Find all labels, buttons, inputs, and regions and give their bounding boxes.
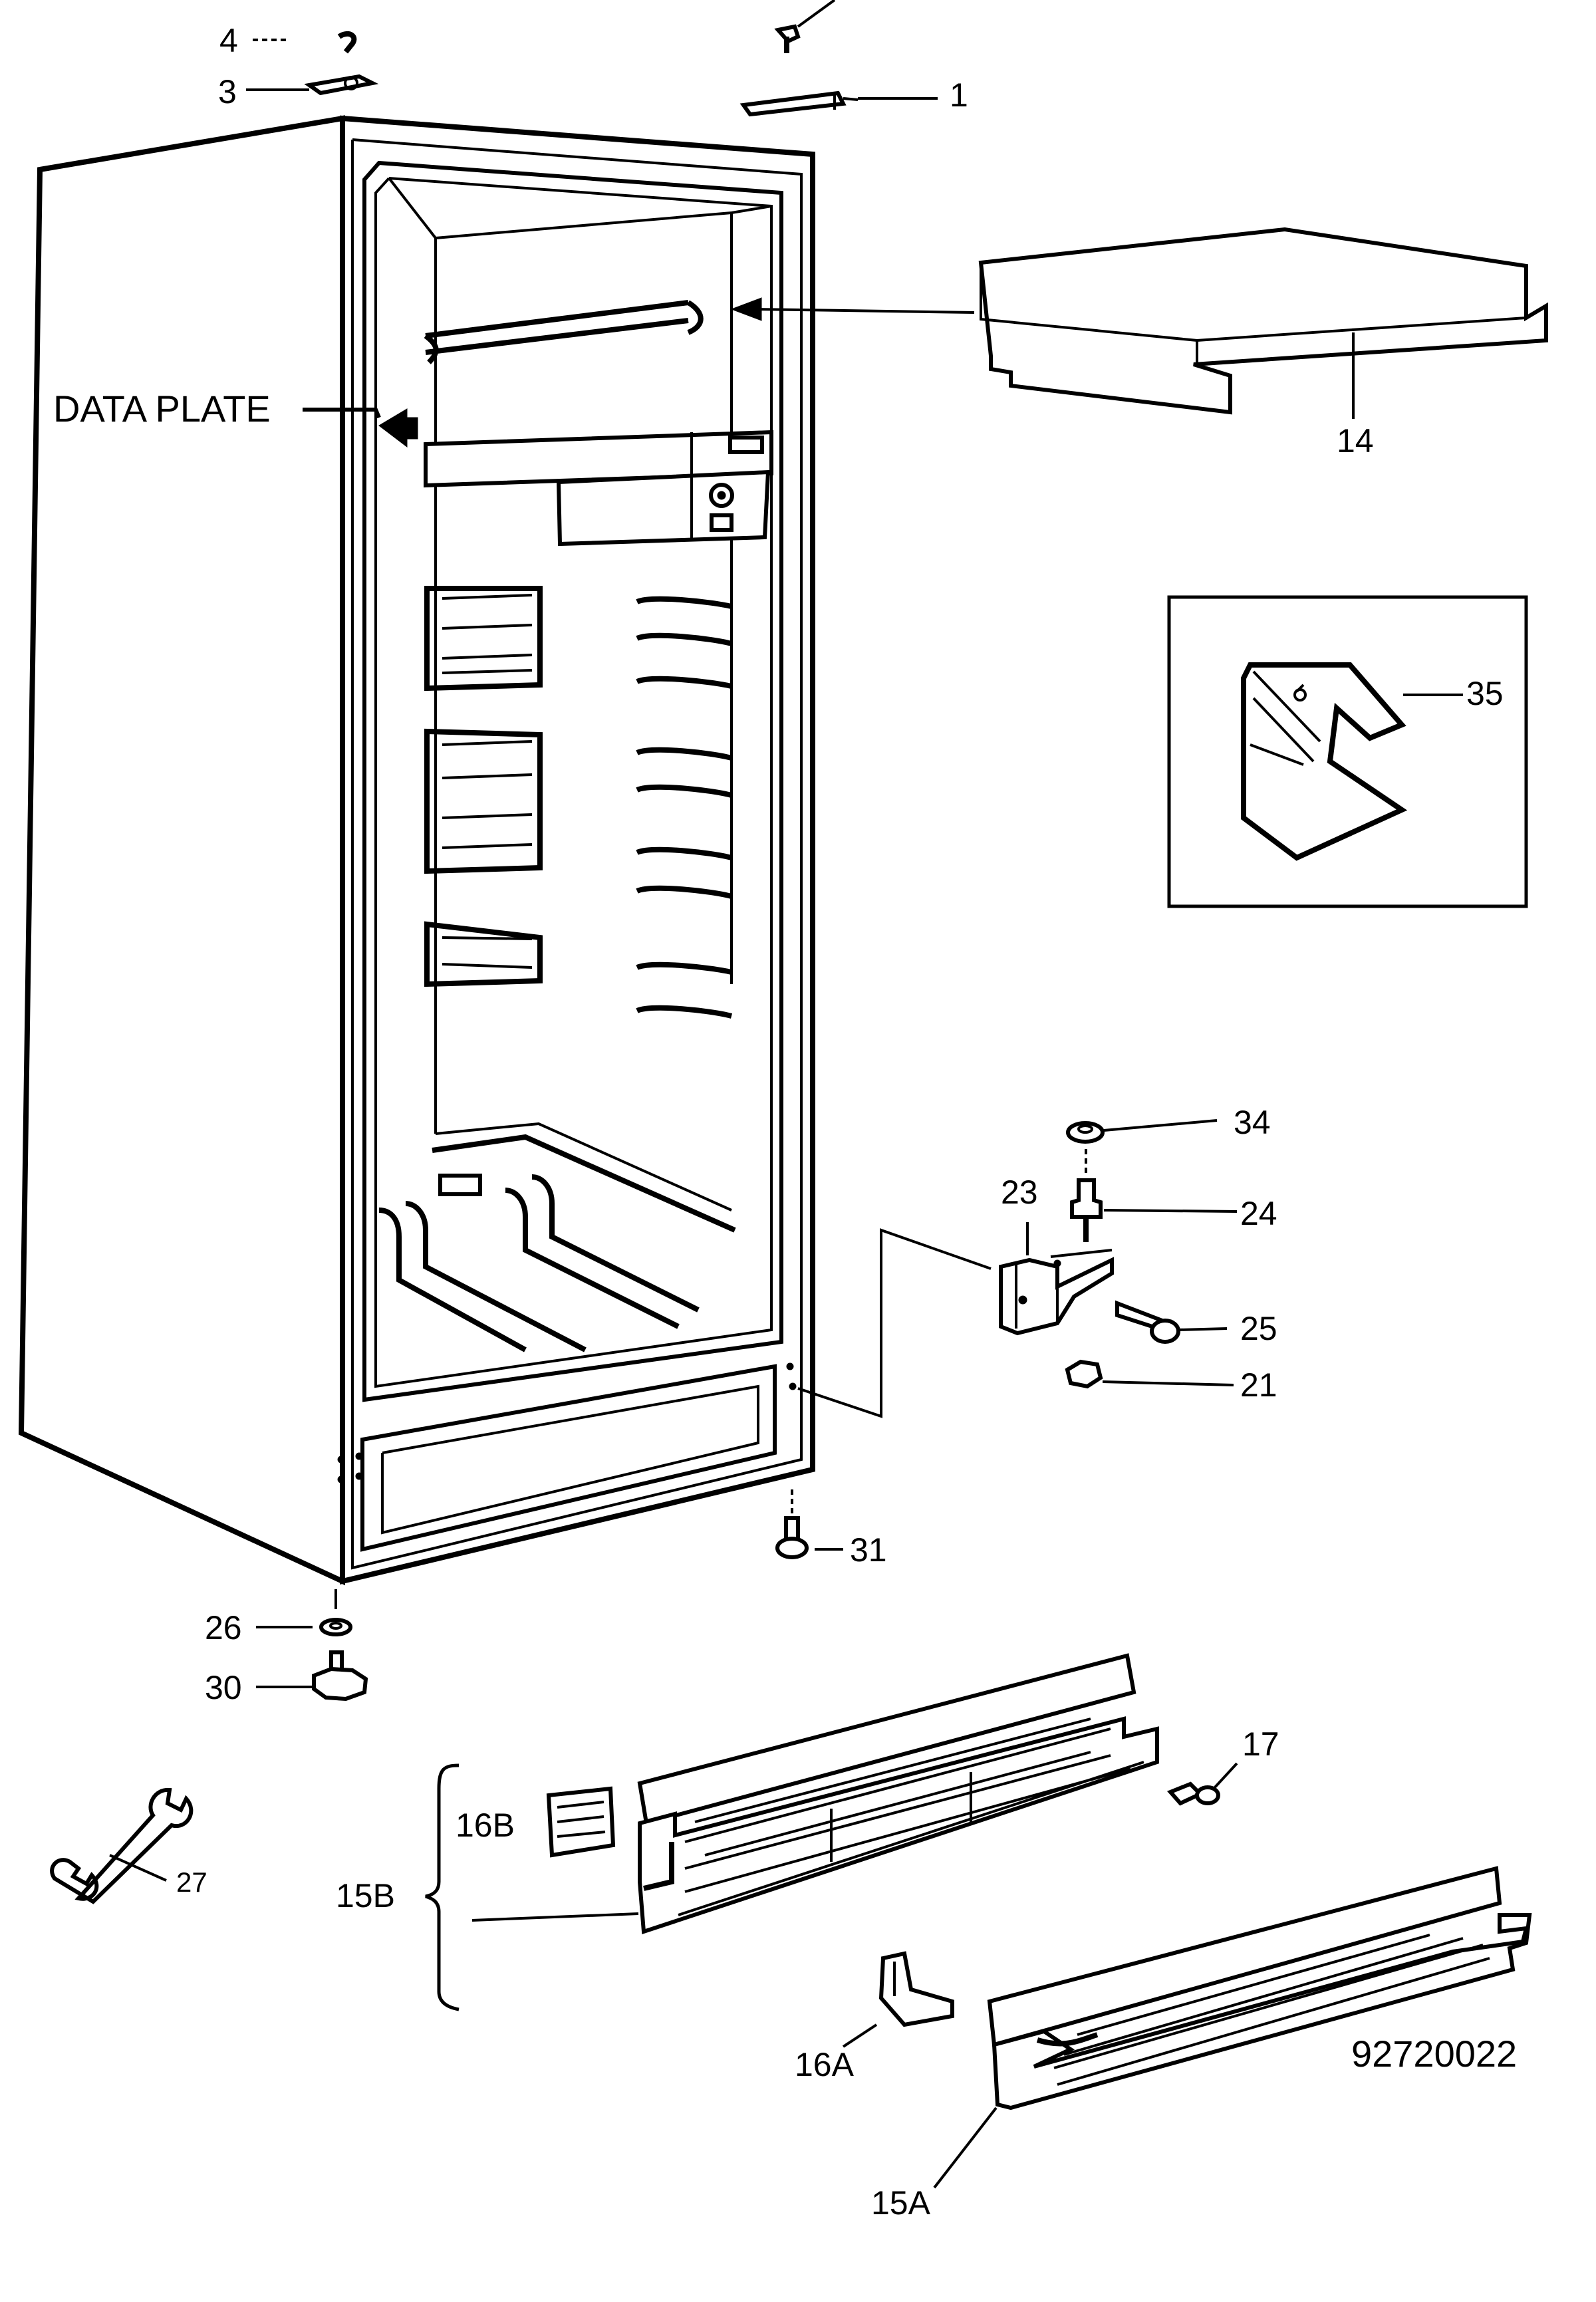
label-16b: 16B xyxy=(456,1807,515,1844)
label-31: 31 xyxy=(850,1531,887,1569)
label-25: 25 xyxy=(1240,1310,1277,1347)
label-data-plate: DATA PLATE xyxy=(53,388,271,430)
label-3: 3 xyxy=(218,73,237,110)
right-shelf-rails xyxy=(636,596,733,1019)
label-16a: 16A xyxy=(795,2046,855,2083)
drawing-number: 92720022 xyxy=(1351,2033,1517,2075)
top-hinge-cover-1 xyxy=(739,90,938,117)
screw-4 xyxy=(253,31,357,54)
label-15b: 15B xyxy=(336,1877,395,1914)
callout-labels: DATA PLATE 1 3 4 14 35 34 23 24 25 21 31… xyxy=(53,22,1517,2222)
label-17: 17 xyxy=(1242,1726,1279,1763)
label-27: 27 xyxy=(176,1866,207,1898)
grille-15a xyxy=(987,1866,1532,2110)
grille-clip-16b xyxy=(546,1786,616,1858)
data-plate-leader xyxy=(303,408,381,419)
grille-15b xyxy=(637,1653,1159,1935)
bulb-17 xyxy=(1166,1762,1238,1806)
label-34: 34 xyxy=(1234,1104,1271,1141)
shelf-14 xyxy=(730,227,1548,416)
adjustable-foot xyxy=(256,1589,368,1702)
label-23: 23 xyxy=(1001,1174,1038,1211)
left-shelf-supports xyxy=(424,586,543,987)
bottom-grille-opening xyxy=(337,1362,797,1552)
label-4: 4 xyxy=(219,22,238,59)
label-24: 24 xyxy=(1240,1195,1277,1232)
label-30: 30 xyxy=(205,1669,242,1706)
cabinet-side-panel xyxy=(18,115,345,1586)
top-screw xyxy=(774,0,836,53)
data-plate-marker xyxy=(378,408,418,448)
bracket-35-inset xyxy=(1167,595,1528,908)
label-26: 26 xyxy=(205,1609,242,1646)
hinge-pin-cover-3 xyxy=(246,74,379,96)
label-15a: 15A xyxy=(871,2184,931,2222)
label-1: 1 xyxy=(950,76,968,114)
leveling-screw-31 xyxy=(775,1489,843,1559)
wrench-27 xyxy=(50,1787,194,1904)
grille-clip-16a xyxy=(842,1951,954,2048)
brace-15b xyxy=(425,1763,639,2011)
refrigerator-cabinet xyxy=(18,115,815,1586)
label-21: 21 xyxy=(1240,1366,1277,1404)
control-housing xyxy=(424,430,773,547)
crisper-rails xyxy=(378,1122,736,1352)
label-14: 14 xyxy=(1337,422,1374,459)
bottom-hinge-assembly xyxy=(797,1119,1238,1418)
label-35: 35 xyxy=(1466,675,1504,712)
